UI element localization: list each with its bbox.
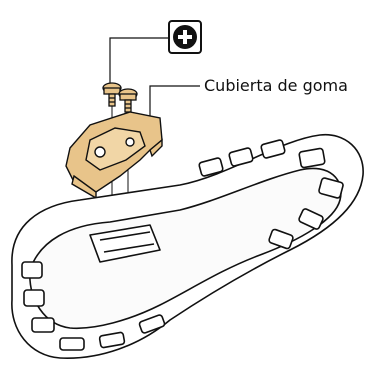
tool-callout-box [168, 20, 202, 54]
rubber-cover-label: Cubierta de goma [204, 76, 348, 95]
shoe-sole [11, 133, 364, 359]
plus-circle-icon [173, 25, 197, 49]
bolt-right [118, 88, 138, 113]
plus-leader-line [109, 37, 168, 85]
cleat [65, 111, 163, 200]
bolt-left [102, 82, 122, 107]
